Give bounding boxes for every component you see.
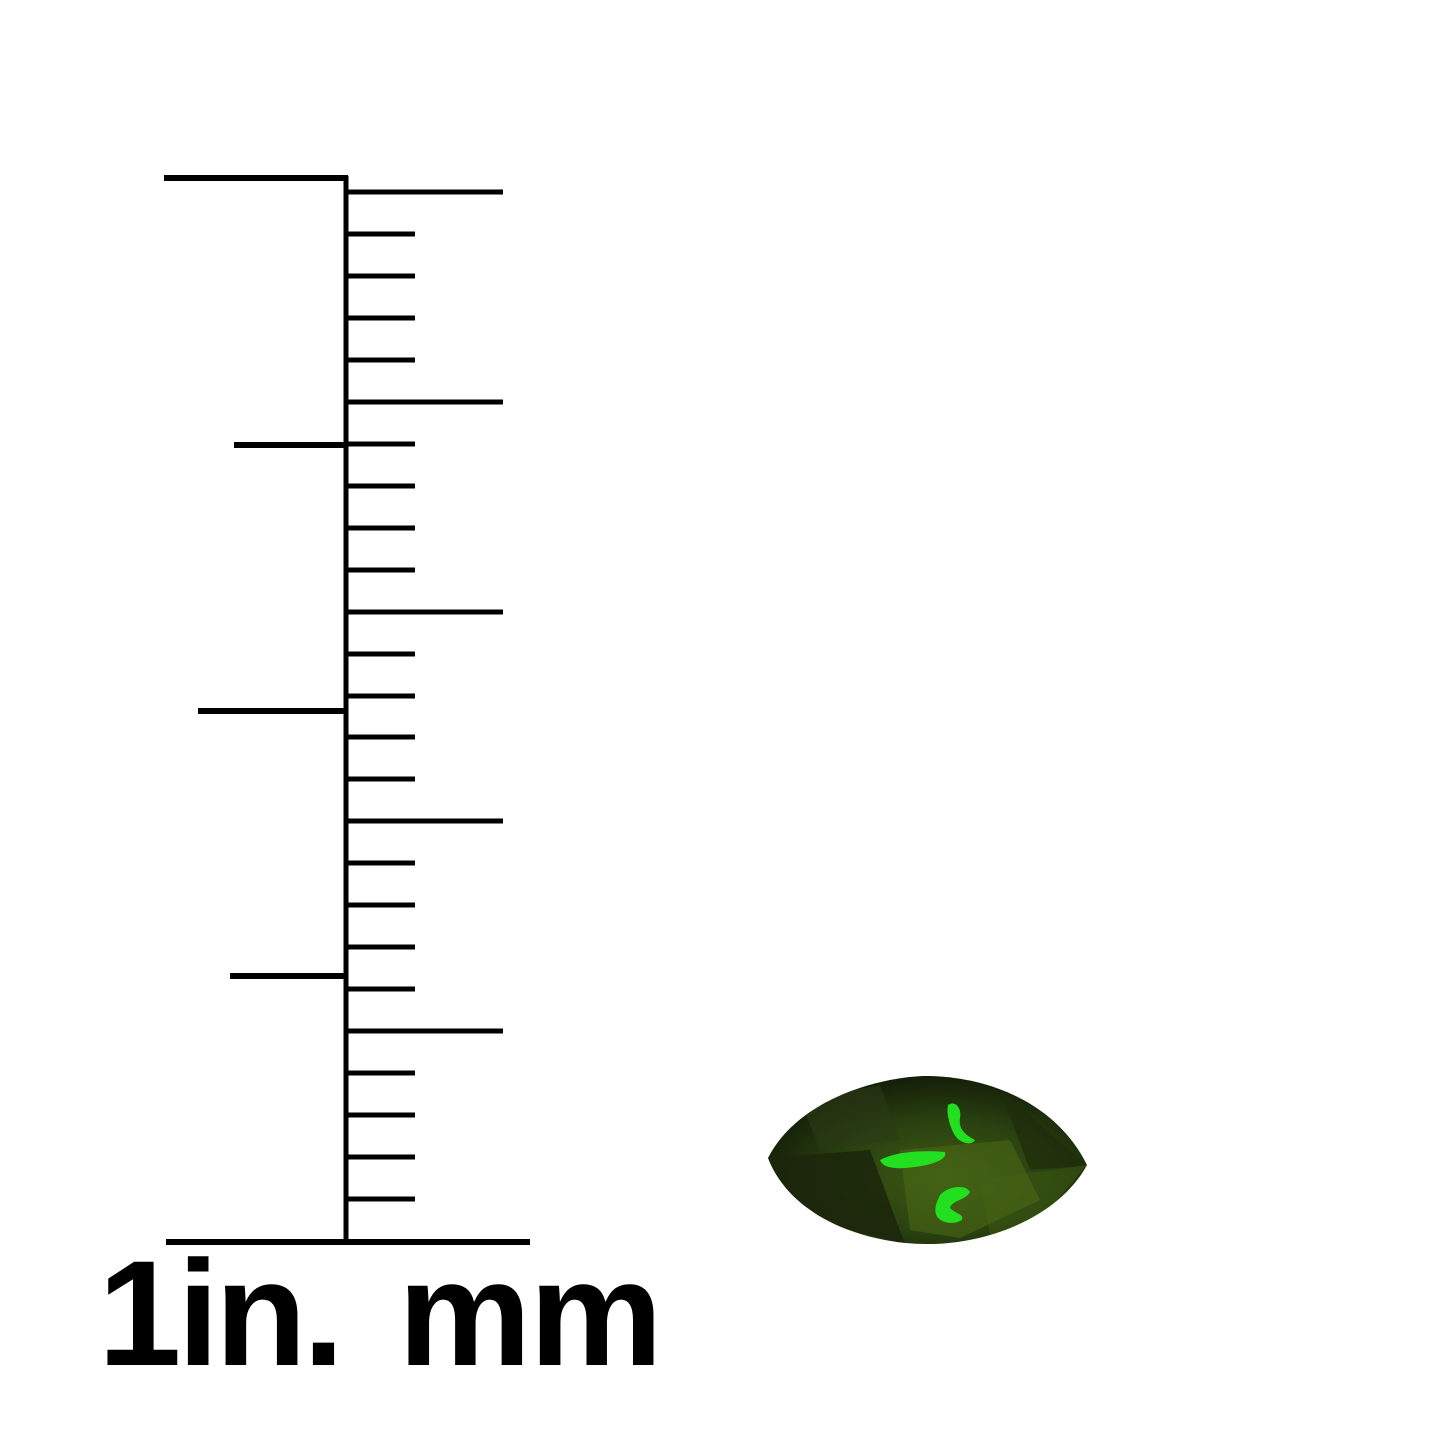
- mm-label: mm: [398, 1229, 663, 1397]
- marquise-gemstone: [768, 1075, 1087, 1245]
- measurement-ruler: [164, 175, 530, 1245]
- inch-label: 1in.: [98, 1229, 344, 1397]
